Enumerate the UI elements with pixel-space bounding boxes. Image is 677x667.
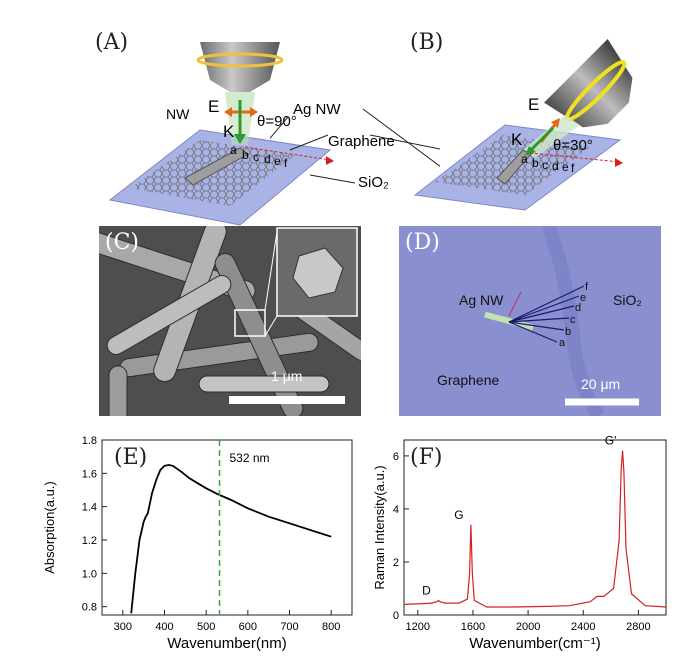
optical-scale-label: 20 μm [581, 376, 621, 392]
theta-label: θ=90° [257, 113, 297, 130]
panel-e-label: (E) [114, 445, 148, 470]
e-field-label: E [528, 95, 539, 114]
marker-annotation: 532 nm [230, 451, 270, 465]
y-tick-label: 6 [393, 451, 399, 463]
nw-label: NW [166, 106, 190, 122]
nanowire [496, 149, 532, 185]
svg-text:a: a [230, 143, 237, 157]
absorption-chart: 300 400 500 600 700 800 0.8 1.0 1.2 1.4 1.6 1.8Wave… [42, 435, 353, 652]
x-tick-label: 800 [322, 621, 340, 633]
peak-label: G' [605, 434, 617, 448]
y-axis-label: Absorption(a.u.) [42, 481, 57, 574]
ag-nw-callout: Ag NW [293, 101, 341, 118]
panel-a-schematic: NW E K θ=90° a b c d e f [108, 42, 334, 226]
y-tick-label: 0.8 [82, 602, 97, 614]
x-tick-label: 600 [239, 621, 257, 633]
svg-text:c: c [253, 150, 259, 164]
x-tick-label: 300 [114, 621, 132, 633]
x-axis-label: Wavenumber(nm) [167, 635, 286, 652]
graphene-label: Graphene [437, 372, 500, 388]
panel-b-schematic: E K θ=30° a b c d e f [413, 39, 633, 211]
svg-text:f: f [571, 161, 575, 175]
x-tick-label: 1200 [406, 621, 430, 633]
graphene-callout: Graphene [328, 133, 395, 150]
svg-text:d: d [552, 159, 559, 173]
x-tick-label: 2800 [626, 621, 650, 633]
series-line [403, 450, 667, 608]
position-labels: a b c d e f [521, 152, 575, 175]
svg-text:e: e [274, 154, 281, 168]
plot-frame [403, 439, 667, 616]
nanowire [184, 147, 249, 186]
k-vector-label: K [223, 122, 235, 141]
plot-frame [101, 439, 353, 616]
svg-text:b: b [242, 148, 249, 162]
sem-scale-label: 1 μm [271, 368, 303, 384]
x-tick-label: 700 [280, 621, 298, 633]
objective-lens [544, 39, 633, 128]
y-tick-label: 1.0 [82, 568, 97, 580]
svg-text:a: a [521, 152, 528, 166]
sio2-callout: SiO₂ [358, 174, 389, 191]
y-tick-label: 1.2 [82, 535, 97, 547]
k-vector-label: K [511, 130, 523, 149]
sio2-label: SiO₂ [613, 292, 642, 308]
ag-nw-label: Ag NW [459, 292, 504, 308]
y-tick-label: 0 [393, 610, 399, 622]
panel-b-label: (B) [410, 30, 444, 55]
raman-chart: 1200 1600 2000 2400 2800 0 2 4 6Wavenumber(cm⁻¹)… [372, 434, 667, 652]
y-tick-label: 4 [393, 504, 399, 516]
x-tick-label: 500 [197, 621, 215, 633]
peak-label: D [422, 583, 431, 597]
y-tick-label: 2 [393, 557, 399, 569]
x-tick-label: 1600 [461, 621, 485, 633]
svg-text:c: c [542, 158, 548, 172]
peak-label: G [454, 508, 463, 522]
series-line [130, 464, 332, 614]
x-axis-label: Wavenumber(cm⁻¹) [469, 635, 601, 652]
optical-image: (D) Ag NW SiO₂ Graphene 20 μm a b c d e … [399, 226, 661, 416]
y-tick-label: 1.4 [82, 502, 97, 514]
y-axis-label: Raman Intensity(a.u.) [372, 465, 387, 589]
theta-label: θ=30° [553, 137, 593, 154]
svg-text:b: b [532, 156, 539, 170]
svg-text:d: d [264, 152, 271, 166]
x-tick-label: 2400 [571, 621, 595, 633]
panel-f-label: (F) [410, 445, 443, 470]
svg-text:e: e [562, 160, 569, 174]
y-tick-label: 1.6 [82, 468, 97, 480]
panel-a-label: (A) [95, 30, 129, 55]
panel-c-label: (C) [105, 230, 139, 255]
position-labels: a b c d e f [230, 143, 288, 170]
svg-text:f: f [284, 156, 288, 170]
y-tick-label: 1.8 [82, 435, 97, 447]
x-tick-label: 2000 [516, 621, 540, 633]
e-field-label: E [208, 97, 219, 116]
callouts: Ag NW Graphene SiO₂ [270, 101, 440, 191]
x-tick-label: 400 [155, 621, 173, 633]
panel-d-label: (D) [405, 230, 440, 255]
sem-image: (C) 1 μm [99, 226, 361, 416]
